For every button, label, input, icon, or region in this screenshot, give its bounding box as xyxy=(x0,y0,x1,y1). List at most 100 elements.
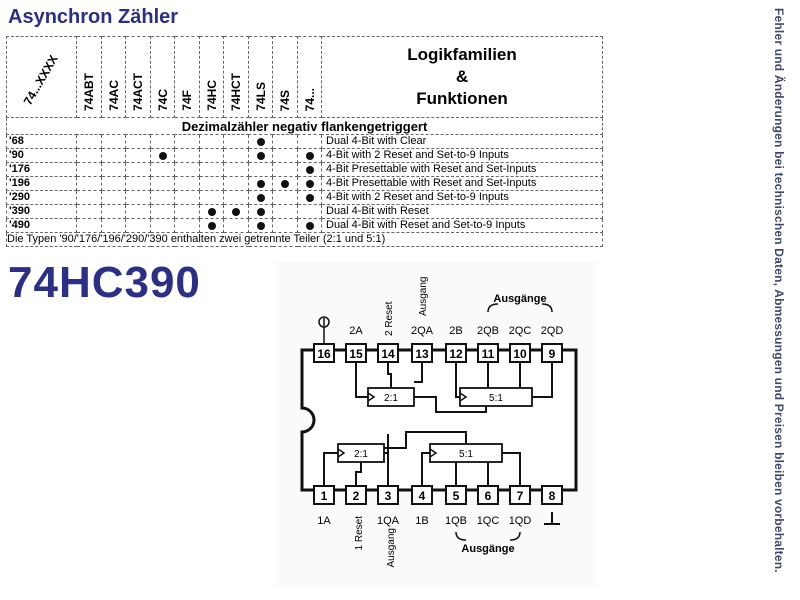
function-description: 4-Bit Presettable with Reset and Set-Inp… xyxy=(321,162,603,177)
side-disclaimer: Fehler und Änderungen bei technischen Da… xyxy=(772,8,792,593)
family-header: 74AC xyxy=(101,36,126,118)
family-header: 74ABT xyxy=(76,36,102,118)
availability-cell xyxy=(150,134,175,149)
availability-cell xyxy=(272,176,298,191)
table-row: '176 4-Bit Presettable with Reset and Set… xyxy=(6,162,603,177)
availability-cell xyxy=(272,190,298,205)
family-header: 74ACT xyxy=(125,36,151,118)
counter-ratio: 5:1 xyxy=(459,449,473,460)
availability-dot xyxy=(305,165,314,174)
pin-number: 1 xyxy=(321,489,328,503)
availability-cell xyxy=(223,148,249,163)
pin-label: 1QD xyxy=(509,515,532,527)
availability-dot xyxy=(256,151,265,160)
availability-cell xyxy=(76,134,102,149)
pin-number: 2 xyxy=(353,489,360,503)
availability-cell xyxy=(248,176,273,191)
availability-cell xyxy=(101,148,126,163)
clock-input-marker xyxy=(337,448,346,458)
availability-cell xyxy=(199,176,224,191)
pin-label: 2B xyxy=(449,325,462,337)
availability-dot xyxy=(158,151,167,160)
type-code: '290 xyxy=(6,190,77,205)
clock-input-marker xyxy=(367,392,376,402)
availability-cell xyxy=(297,190,322,205)
page-title: Asynchron Zähler xyxy=(8,6,179,28)
table-note: Die Typen '90/'176/'196/'290/'390 enthal… xyxy=(6,232,603,247)
clock-input-marker xyxy=(429,448,438,458)
availability-cell xyxy=(76,190,102,205)
availability-cell xyxy=(297,176,322,191)
pin-label: 2QC xyxy=(509,325,532,337)
pin-box xyxy=(541,485,563,505)
availability-cell xyxy=(248,162,273,177)
note-row: Die Typen '90/'176/'196/'290/'390 enthal… xyxy=(6,232,603,247)
clock-input-marker xyxy=(459,392,468,402)
availability-cell xyxy=(101,162,126,177)
pin-label-rotated: Ausgang xyxy=(418,277,429,316)
availability-dot xyxy=(207,221,216,230)
availability-dot xyxy=(305,193,314,202)
availability-cell xyxy=(76,148,102,163)
availability-cell xyxy=(297,162,322,177)
availability-cell xyxy=(272,148,298,163)
counter-ratio: 2:1 xyxy=(354,449,368,460)
availability-cell xyxy=(76,204,102,219)
availability-cell xyxy=(272,204,298,219)
availability-cell xyxy=(125,190,151,205)
availability-cell xyxy=(174,218,200,233)
pin-number: 3 xyxy=(385,489,392,503)
availability-dot xyxy=(256,207,265,216)
function-description: Dual 4-Bit with Reset xyxy=(321,204,603,219)
pin-label: 1QB xyxy=(445,515,467,527)
availability-cell xyxy=(101,218,126,233)
outputs-group-label: Ausgänge xyxy=(493,293,546,305)
availability-cell xyxy=(125,148,151,163)
pin-number: 11 xyxy=(482,347,495,361)
availability-cell xyxy=(101,204,126,219)
availability-dot xyxy=(256,193,265,202)
counter-ratio: 5:1 xyxy=(489,393,503,404)
availability-cell xyxy=(199,134,224,149)
outputs-group-label: Ausgänge xyxy=(461,543,514,555)
type-code: '68 xyxy=(6,134,77,149)
availability-cell xyxy=(150,204,175,219)
corner-label: 74...XXXX xyxy=(6,36,77,118)
type-code: '196 xyxy=(6,176,77,191)
availability-cell xyxy=(223,176,249,191)
availability-cell xyxy=(150,190,175,205)
family-header: 74LS xyxy=(248,36,273,118)
availability-cell xyxy=(248,190,273,205)
pin-number: 16 xyxy=(317,347,331,361)
pin-label: 1QC xyxy=(477,515,500,527)
pin-number: 9 xyxy=(549,347,556,361)
availability-cell xyxy=(223,134,249,149)
circuit-trace xyxy=(355,462,362,486)
availability-cell xyxy=(199,148,224,163)
family-header: 74S xyxy=(272,36,298,118)
family-header: 74C xyxy=(150,36,175,118)
availability-cell xyxy=(223,204,249,219)
pin-label: 1B xyxy=(415,515,428,527)
availability-cell xyxy=(174,162,200,177)
availability-cell xyxy=(150,218,175,233)
availability-cell xyxy=(174,134,200,149)
pin-number: 4 xyxy=(419,489,426,503)
pin-label: 2QA xyxy=(411,325,434,337)
type-code: '176 xyxy=(6,162,77,177)
availability-cell xyxy=(76,162,102,177)
availability-cell xyxy=(174,176,200,191)
availability-dot xyxy=(305,221,314,230)
pin-number: 10 xyxy=(513,347,527,361)
table-header-row: 74...XXXX 74ABT 74AC 74ACT 74C 74F 74HC … xyxy=(6,36,603,118)
pin-label: 1A xyxy=(317,515,331,527)
circuit-trace xyxy=(532,362,553,398)
family-header: 74HC xyxy=(199,36,224,118)
type-code: '490 xyxy=(6,218,77,233)
availability-cell xyxy=(199,218,224,233)
availability-dot xyxy=(256,221,265,230)
